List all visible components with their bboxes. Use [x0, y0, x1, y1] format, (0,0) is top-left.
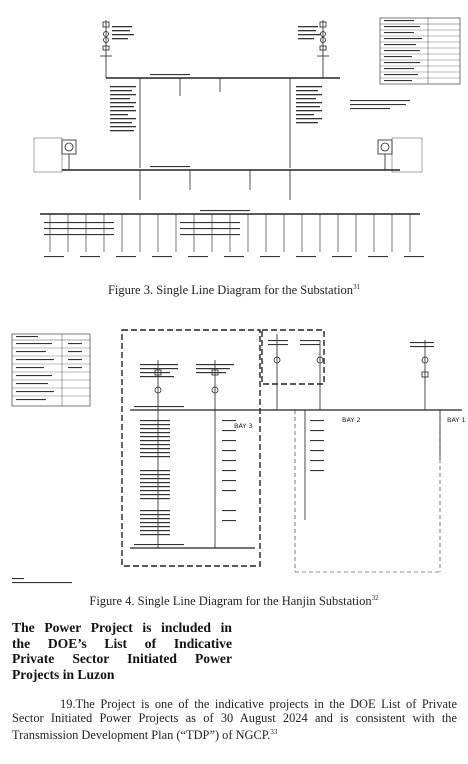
figure-4-diagram: BAY 3 BAY 2 BAY 1: [0, 320, 468, 588]
figure-3-diagram: [0, 0, 468, 275]
paragraph-19: 19.The Project is one of the indicative …: [12, 697, 457, 743]
bay-3-label: BAY 3: [234, 422, 253, 430]
paragraph-number: 19.: [60, 697, 76, 711]
bay-1-label: BAY 1: [447, 416, 466, 424]
section-heading: The Power Project is included in the DOE…: [12, 620, 232, 682]
heading-line-3: Private Sector Initiated Power: [12, 651, 232, 666]
figure-4-caption: Figure 4. Single Line Diagram for the Ha…: [0, 594, 468, 609]
footnote-ref-31[interactable]: 31: [353, 283, 361, 291]
figure-3-caption: Figure 3. Single Line Diagram for the Su…: [0, 283, 468, 298]
footnote-ref-33[interactable]: 33: [270, 728, 278, 737]
single-line-diagram-hanjin: BAY 3 BAY 2 BAY 1: [11, 329, 466, 584]
heading-line-2: the DOE’s List of Indicative: [12, 635, 232, 651]
heading-line-1: The Power Project is included in: [12, 620, 232, 635]
paragraph-text: The Project is one of the indicative pro…: [12, 697, 457, 743]
bay-2-label: BAY 2: [342, 416, 361, 424]
figure-4-caption-text: Figure 4. Single Line Diagram for the Ha…: [89, 594, 372, 609]
figure-3-caption-text: Figure 3. Single Line Diagram for the Su…: [107, 283, 354, 298]
heading-line-4: Projects in Luzon: [12, 666, 115, 682]
single-line-diagram-substation: [33, 17, 461, 258]
footnote-ref-32[interactable]: 32: [371, 594, 379, 602]
